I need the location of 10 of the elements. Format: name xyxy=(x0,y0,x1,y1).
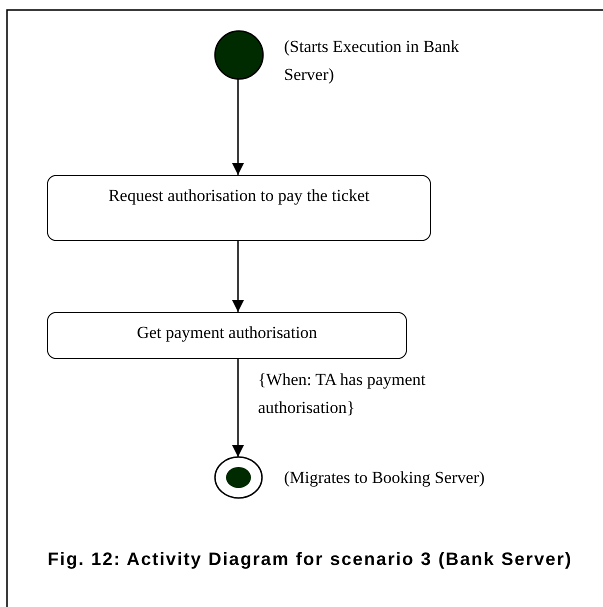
activity-box xyxy=(47,175,431,241)
arrow xyxy=(232,79,244,175)
arrow xyxy=(232,241,244,312)
end-node xyxy=(214,456,263,499)
activity-box xyxy=(47,312,407,359)
start-node xyxy=(214,30,264,80)
activity-text: Request authorisation to pay the ticket xyxy=(108,186,370,206)
caption: Fig. 12: Activity Diagram for scenario 3 (Bank Server) xyxy=(46,548,574,570)
arrow xyxy=(232,359,244,457)
activity-text: Get payment authorisation xyxy=(136,323,318,343)
